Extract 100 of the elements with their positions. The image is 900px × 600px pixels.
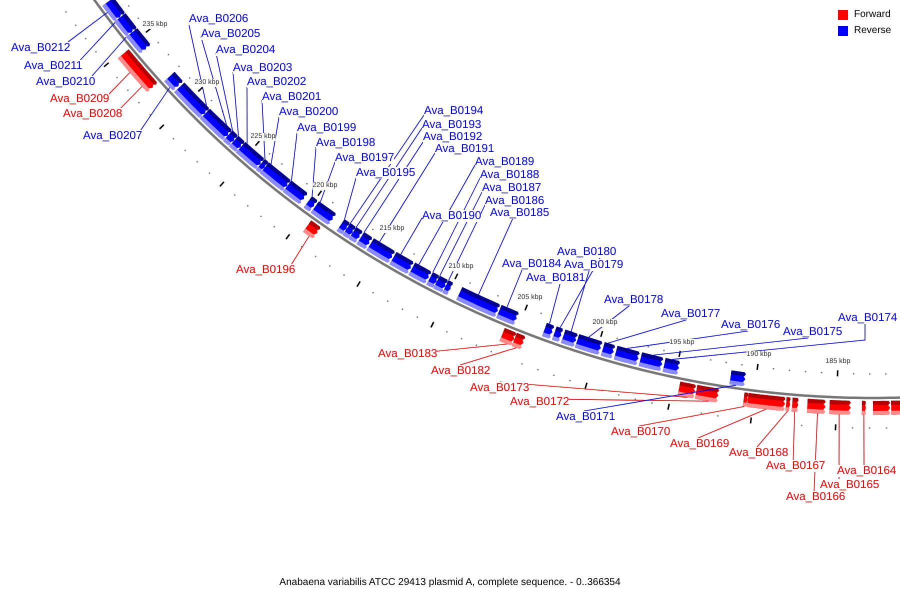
caption: Anabaena variabilis ATCC 29413 plasmid A, complete sequence. - 0..366354 <box>278 577 622 588</box>
gene-label: Ava_B0186 <box>485 195 544 207</box>
gene-block <box>792 398 799 412</box>
gene-label: Ava_B0204 <box>216 44 276 56</box>
gene-label: Ava_B0201 <box>262 91 322 103</box>
gene-label: Ava_B0192 <box>423 131 482 143</box>
gene-label: Ava_B0210 <box>36 76 96 88</box>
gene-label: Ava_B0178 <box>604 294 664 306</box>
leader-line <box>418 164 476 266</box>
gene-block <box>456 287 500 317</box>
gene-block <box>512 332 526 349</box>
gene-label: Ava_B0197 <box>335 152 394 164</box>
leader-line <box>436 344 508 352</box>
leader-line <box>108 72 130 94</box>
gene-label: Ava_B0190 <box>422 210 482 222</box>
leader-line <box>756 410 788 448</box>
leader-line <box>80 22 116 60</box>
gene-label: Ava_B0209 <box>50 93 110 105</box>
leader-line <box>608 320 686 344</box>
gene-label: Ava_B0169 <box>670 438 730 450</box>
gene-label: Ava_B0199 <box>297 122 356 134</box>
gene-label: Ava_B0200 <box>279 106 338 118</box>
gene-block <box>102 0 125 21</box>
gene-label: Ava_B0189 <box>475 156 534 168</box>
gene-block <box>694 384 720 402</box>
leader-line <box>652 338 808 356</box>
leader-line <box>68 12 108 42</box>
leader-line <box>291 236 310 264</box>
gene-block <box>128 61 157 92</box>
gene-block <box>678 382 696 398</box>
leader-line <box>549 284 560 324</box>
gene-label: Ava_B0164 <box>837 465 896 477</box>
leader-line <box>792 411 796 460</box>
gene-label: Ava_B0194 <box>424 105 484 117</box>
leader-line <box>140 87 170 130</box>
leader-line <box>478 218 513 296</box>
gene-block <box>662 358 680 375</box>
gene-label: Ava_B0171 <box>556 411 616 423</box>
gene-label: Ava_B0193 <box>422 119 482 131</box>
gene-block <box>282 180 307 204</box>
gene-label: Ava_B0184 <box>502 258 562 270</box>
gene-label: Ava_B0188 <box>480 169 540 181</box>
gene-block <box>873 400 890 415</box>
gene-block <box>164 72 182 90</box>
gene-label: Ava_B0211 <box>24 60 82 72</box>
gene-block <box>614 346 640 366</box>
gene-block <box>356 232 372 249</box>
gene-label: Ava_B0191 <box>435 143 494 155</box>
gene-label: Ava_B0174 <box>838 312 898 324</box>
gene-label: Ava_B0181 <box>526 272 586 284</box>
leader-line <box>400 218 422 255</box>
gene-label: Ava_B0172 <box>510 396 570 408</box>
gene-label: Ava_B0166 <box>786 491 846 503</box>
gene-block <box>806 398 826 414</box>
gene-block <box>126 28 150 53</box>
gene-label: Ava_B0206 <box>189 13 248 25</box>
gene-label: Ava_B0208 <box>63 108 122 120</box>
legend-label: Reverse <box>854 25 892 37</box>
gene-label: Ava_B0203 <box>233 62 292 74</box>
gene-label: Ava_B0207 <box>83 130 142 142</box>
gene-block <box>638 352 664 371</box>
gene-label: Ava_B0177 <box>661 308 720 320</box>
gene-label: Ava_B0212 <box>11 42 70 54</box>
leader-line <box>232 72 239 136</box>
leader-line <box>568 398 709 402</box>
gene-label: Ava_B0185 <box>490 207 550 219</box>
leader-line <box>291 132 298 181</box>
gene-label: Ava_B0165 <box>820 479 880 491</box>
gene-block <box>200 108 232 140</box>
leader-line <box>92 36 127 76</box>
gene-label: Ava_B0168 <box>729 447 788 459</box>
gene-block <box>829 400 851 415</box>
gene-label: Ava_B0173 <box>470 382 530 394</box>
leader-line <box>312 146 316 197</box>
gene-label: Ava_B0205 <box>201 28 260 40</box>
gene-block <box>600 342 616 358</box>
leader-line <box>120 86 142 108</box>
gene-block <box>260 162 290 191</box>
gene-block <box>442 280 453 295</box>
leader-line <box>698 408 766 438</box>
leader-line <box>460 347 517 366</box>
gene-label: Ava_B0198 <box>316 137 376 149</box>
leader-line <box>584 384 736 412</box>
gene-block <box>742 392 748 407</box>
leader-line <box>344 178 356 220</box>
gene-block <box>500 328 516 346</box>
leader-line <box>379 152 436 242</box>
leader-line <box>356 128 422 228</box>
leader-line <box>270 116 280 165</box>
gene-label: Ava_B0176 <box>721 319 780 331</box>
gene-block <box>303 220 320 238</box>
gene-block <box>552 326 563 342</box>
gene-block <box>390 252 414 274</box>
gene-block <box>114 13 136 36</box>
gene-block <box>862 400 866 415</box>
gene-label: Ava_B0170 <box>611 426 670 438</box>
leader-line <box>863 414 864 466</box>
gene-label: Ava_B0183 <box>378 348 438 360</box>
gene-label: Ava_B0187 <box>482 182 542 194</box>
leader-line <box>246 86 248 144</box>
